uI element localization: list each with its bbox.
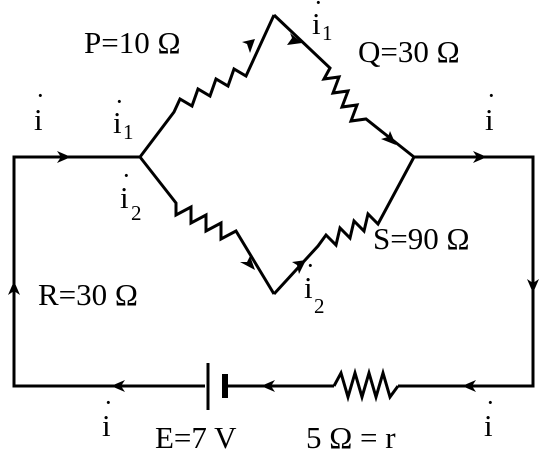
arrow-p-branch [242,39,255,53]
resistor-r-label: R=30 Ω [38,277,138,312]
svg-text:i: i [102,408,111,443]
arrow-top-right-right [473,151,487,163]
battery-label: E=7 V [155,420,237,454]
svg-text:2: 2 [131,201,142,225]
current-label-i2-bottom: · i 2 [304,251,325,318]
svg-text:i: i [304,270,313,305]
svg-text:·: · [104,388,113,417]
svg-text:i: i [312,6,321,41]
battery-symbol [206,363,228,410]
svg-text:1: 1 [322,21,333,45]
resistor-q-label: Q=30 Ω [358,34,460,69]
current-label-i1-left: · i 1 [113,87,134,144]
current-label-bottom-right: · i [484,388,495,443]
svg-text:·: · [122,161,131,190]
arrow-right-down [527,279,539,293]
right-wire [398,155,535,388]
svg-text:·: · [306,251,315,280]
resistor-r-internal [332,367,400,403]
resistor-branch-lower-left [138,156,276,295]
arrow-q-branch [287,33,302,45]
arrow-bottom-left-left [111,380,125,392]
resistor-s-branch [272,156,416,296]
svg-text:i: i [113,105,122,140]
current-label-i1-top: · i 1 [312,0,333,45]
arrow-left-up [8,281,20,295]
arrow-bottom-right-left [462,380,476,392]
current-label-bottom-left: · i [102,388,113,443]
resistor-q-branch [272,13,415,159]
arrow-branch-lower-left [240,256,255,270]
svg-text:1: 1 [123,120,134,144]
arrow-q-lower [381,131,396,145]
svg-text:i: i [485,102,494,137]
svg-text:·: · [486,388,495,417]
svg-text:i: i [34,102,43,137]
internal-resistance-label: 5 Ω = r [306,420,396,454]
svg-text:·: · [36,81,45,110]
circuit-wires [12,13,535,403]
arrow-bottom-mid-left [261,380,275,392]
arrow-top-left-right [57,151,71,163]
svg-text:2: 2 [314,294,325,318]
resistor-s-label: S=90 Ω [373,221,470,256]
svg-text:·: · [487,81,496,110]
arrow-s-branch [292,260,306,274]
svg-text:i: i [484,408,493,443]
svg-text:·: · [115,87,124,116]
current-label-i2-left: · i 2 [120,161,142,225]
svg-text:i: i [120,180,129,215]
svg-text:·: · [314,0,323,17]
resistor-p-branch [138,14,276,158]
resistor-p-label: P=10 Ω [84,25,181,60]
current-label-top-right: · i [485,81,496,137]
current-arrows [8,33,539,392]
current-label-top-left: · i [34,81,45,137]
left-wire [12,155,205,388]
